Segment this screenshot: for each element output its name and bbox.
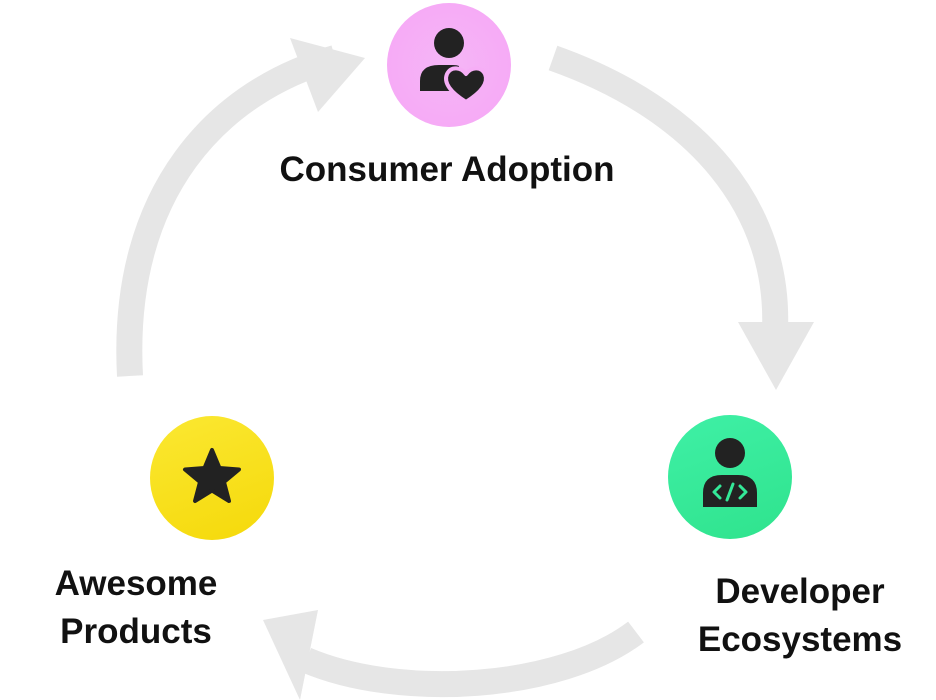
developer-ecosystems-label-line-2: Ecosystems (697, 620, 903, 659)
consumer-adoption-node (387, 3, 511, 127)
awesome-products-label-line-1: Awesome (54, 564, 218, 603)
developer-ecosystems-label: Developer Ecosystems (670, 568, 930, 664)
person-heart-icon (420, 28, 488, 104)
consumer-adoption-label: Consumer Adoption (237, 146, 657, 194)
developer-ecosystems-label-line-1: Developer (715, 572, 885, 611)
awesome-products-label-line-2: Products (60, 612, 212, 651)
arrow-developer-to-products (263, 610, 644, 700)
consumer-adoption-label-line: Consumer Adoption (279, 150, 615, 189)
star-icon (183, 448, 241, 503)
arrow-consumer-to-developer (548, 45, 814, 390)
awesome-products-label: Awesome Products (20, 560, 252, 656)
awesome-products-node (150, 416, 274, 540)
developer-code-icon (703, 438, 757, 507)
developer-ecosystems-node (668, 415, 792, 539)
arrow-products-to-consumer (116, 38, 365, 377)
